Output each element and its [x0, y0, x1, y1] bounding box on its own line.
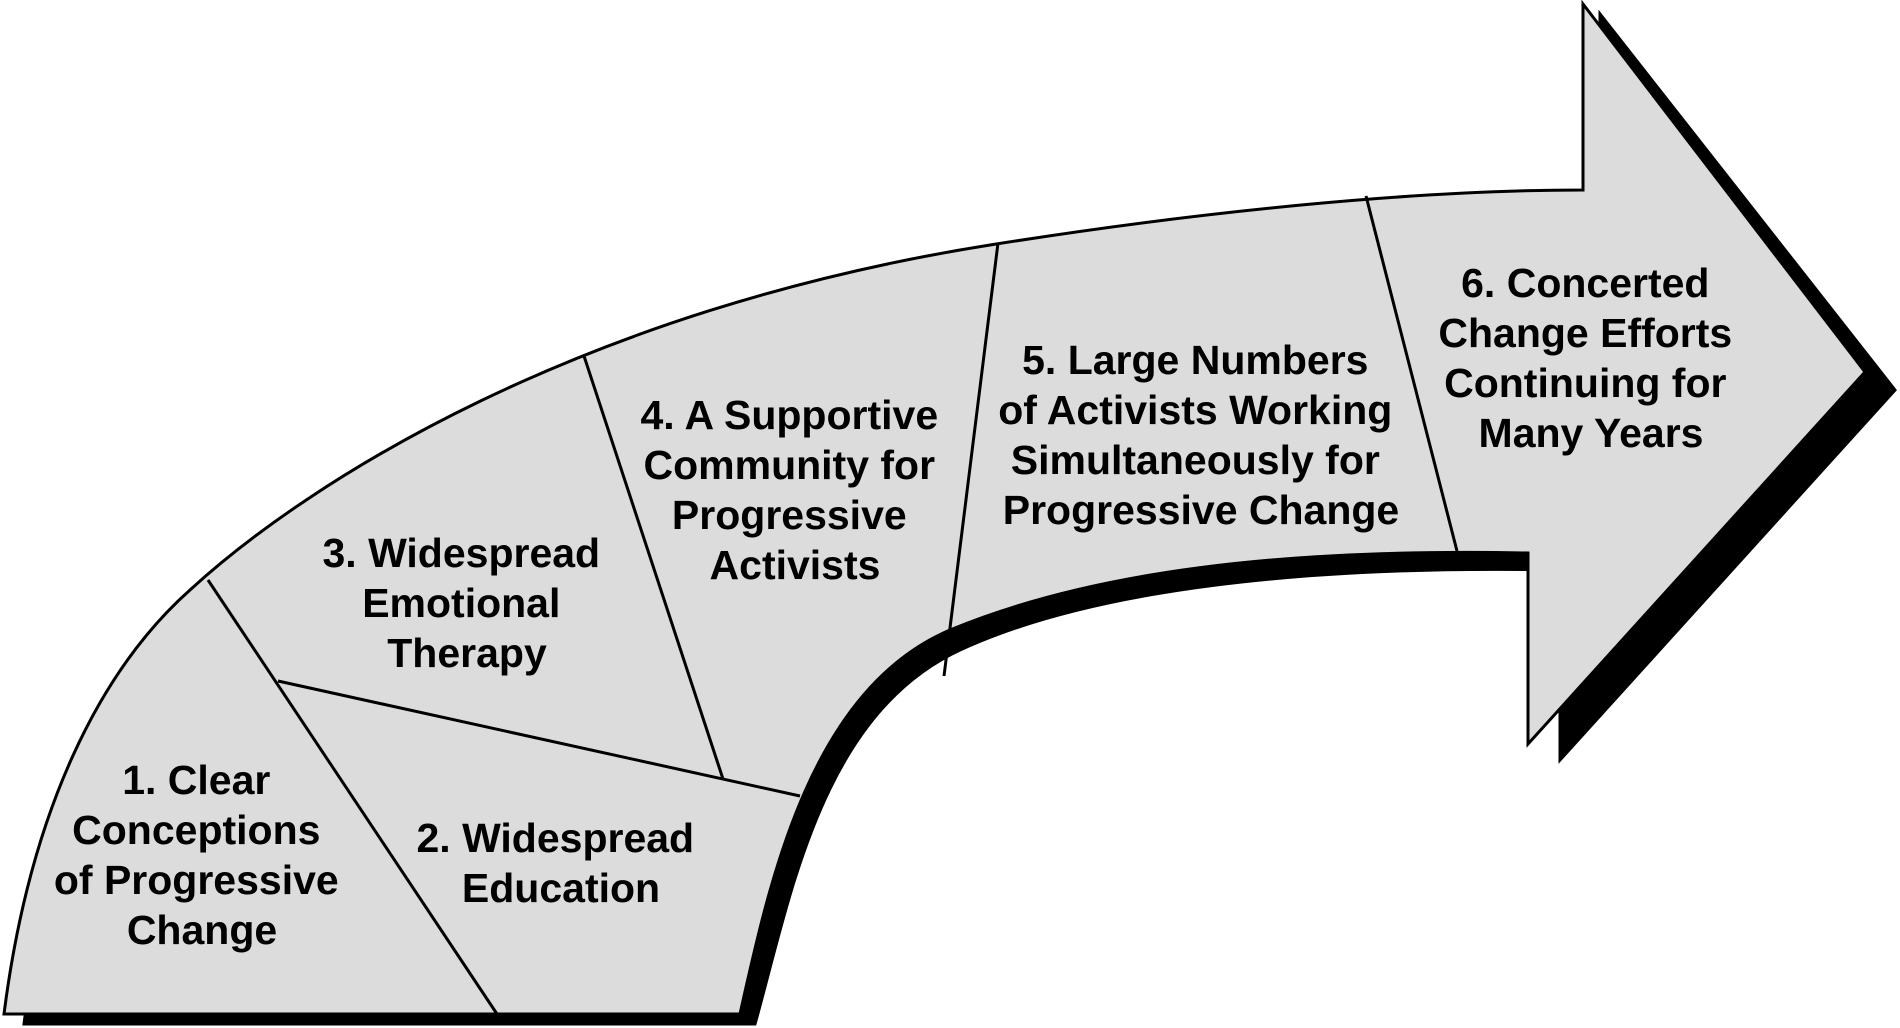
divider-1-2 — [206, 579, 499, 1015]
divider-2-3 — [277, 679, 801, 798]
step-5-label: 5. Large Numbers of Activists Working Si… — [998, 337, 1404, 533]
step-1-line-1: 1. Clear — [122, 757, 270, 803]
step-4-line-3: Progressive — [672, 492, 907, 538]
step-4-label: 4. A Supportive Community for Progressiv… — [640, 392, 949, 588]
step-3-label: 3. Widespread Emotional Therapy — [322, 530, 611, 676]
step-4-line-1: 4. A Supportive — [640, 392, 938, 438]
step-6-label: 6. Concerted Change Efforts Continuing f… — [1438, 260, 1743, 456]
step-6-line-3: Continuing for — [1444, 360, 1726, 406]
step-5-line-2: of Activists Working — [998, 387, 1392, 433]
step-6-line-4: Many Years — [1479, 410, 1704, 456]
step-6-line-1: 6. Concerted — [1461, 260, 1709, 306]
step-1-line-3: of Progressive — [54, 857, 339, 903]
arrow-body — [2, 0, 1867, 1016]
step-5-line-3: Simultaneously for — [1011, 437, 1380, 483]
step-2-label: 2. Widespread Education — [416, 815, 705, 911]
step-5-line-1: 5. Large Numbers — [1022, 337, 1368, 383]
step-3-line-2: Emotional — [362, 580, 560, 626]
divider-5-6 — [1364, 195, 1459, 552]
step-3-line-1: 3. Widespread — [322, 530, 600, 576]
step-6-line-2: Change Efforts — [1438, 310, 1732, 356]
step-3-line-3: Therapy — [387, 630, 547, 676]
divider-4-5 — [942, 242, 1000, 677]
step-4-line-4: Activists — [710, 542, 881, 588]
divider-3-4 — [582, 355, 725, 780]
step-1-label: 1. Clear Conceptions of Progressive Chan… — [54, 757, 350, 953]
step-4-line-2: Community for — [644, 442, 936, 488]
step-1-line-4: Change — [127, 907, 277, 953]
step-2-line-2: Education — [462, 865, 660, 911]
step-5-line-4: Progressive Change — [1003, 487, 1400, 533]
step-1-line-2: Conceptions — [72, 807, 320, 853]
step-2-line-1: 2. Widespread — [416, 815, 694, 861]
